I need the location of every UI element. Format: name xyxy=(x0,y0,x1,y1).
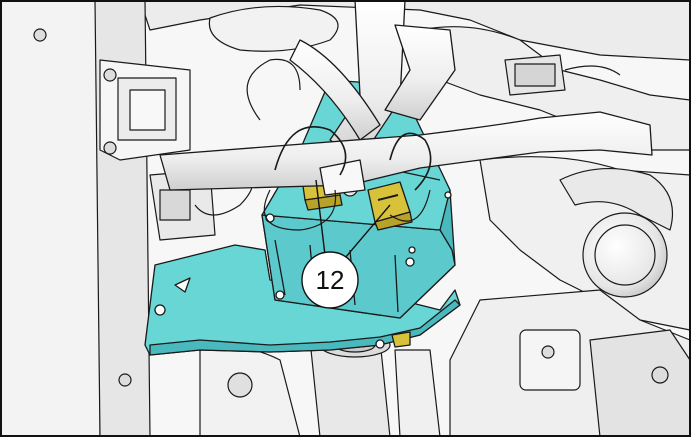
callout-label: 12 xyxy=(316,265,345,295)
leader-line-left xyxy=(315,179,326,256)
callout-circle xyxy=(301,251,359,309)
callout-12: 12 xyxy=(301,179,391,309)
leader-line-right xyxy=(344,204,391,259)
frame-tubes xyxy=(159,0,653,231)
